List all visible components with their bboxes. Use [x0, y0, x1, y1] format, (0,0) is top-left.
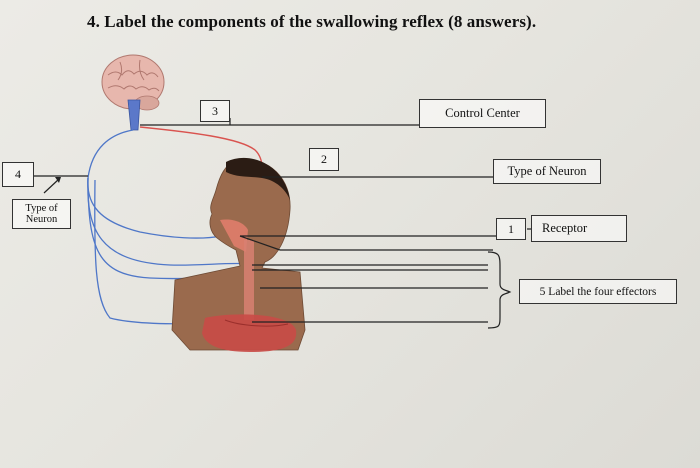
- type-of-neuron-right-text: Type of Neuron: [507, 164, 587, 178]
- answer-number-4: 4: [15, 167, 21, 181]
- person-illustration: [171, 157, 306, 352]
- answer-box-4[interactable]: 4: [2, 162, 34, 187]
- answer-number-3: 3: [212, 103, 218, 118]
- brain-illustration: [101, 54, 165, 131]
- answer-number-2: 2: [321, 152, 327, 166]
- type-of-neuron-left-label: Type of Neuron: [12, 199, 71, 229]
- effectors-label: 5 Label the four effectors: [519, 279, 677, 304]
- answer-number-1: 1: [508, 221, 514, 236]
- type-of-neuron-left-line2: Neuron: [25, 214, 58, 225]
- receptor-label: Receptor: [531, 215, 627, 242]
- answer-box-1[interactable]: 1: [496, 218, 526, 240]
- question-title: 4. Label the components of the swallowin…: [87, 12, 537, 31]
- control-center-label: Control Center: [419, 99, 546, 128]
- type-of-neuron-left-line1: Type of: [25, 203, 58, 214]
- answer-box-3[interactable]: 3: [200, 100, 230, 122]
- effectors-text: 5 Label the four effectors: [539, 285, 657, 298]
- type-of-neuron-right-label: Type of Neuron: [493, 159, 601, 184]
- receptor-text: Receptor: [542, 221, 588, 235]
- leader-lines: [34, 118, 531, 329]
- control-center-text: Control Center: [445, 106, 520, 120]
- answer-box-2[interactable]: 2: [309, 148, 339, 171]
